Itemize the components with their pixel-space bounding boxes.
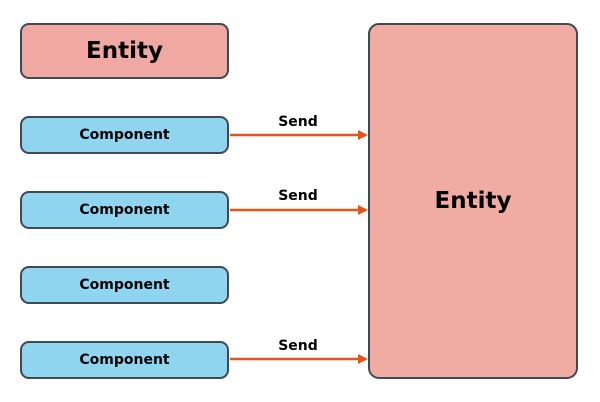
component-label: Component xyxy=(79,202,170,218)
edge-label-send-2: Send xyxy=(278,188,318,204)
entity-node-large: Entity xyxy=(368,23,578,379)
component-label: Component xyxy=(79,127,170,143)
entity-label: Entity xyxy=(434,188,512,214)
edge-label-send-1: Send xyxy=(278,114,318,130)
component-label: Component xyxy=(79,352,170,368)
component-node-4: Component xyxy=(20,341,229,379)
component-node-3: Component xyxy=(20,266,229,304)
component-label: Component xyxy=(79,277,170,293)
component-node-1: Component xyxy=(20,116,229,154)
entity-node-small: Entity xyxy=(20,23,229,79)
component-node-2: Component xyxy=(20,191,229,229)
entity-label: Entity xyxy=(86,38,163,64)
edge-label-send-3: Send xyxy=(278,338,318,354)
